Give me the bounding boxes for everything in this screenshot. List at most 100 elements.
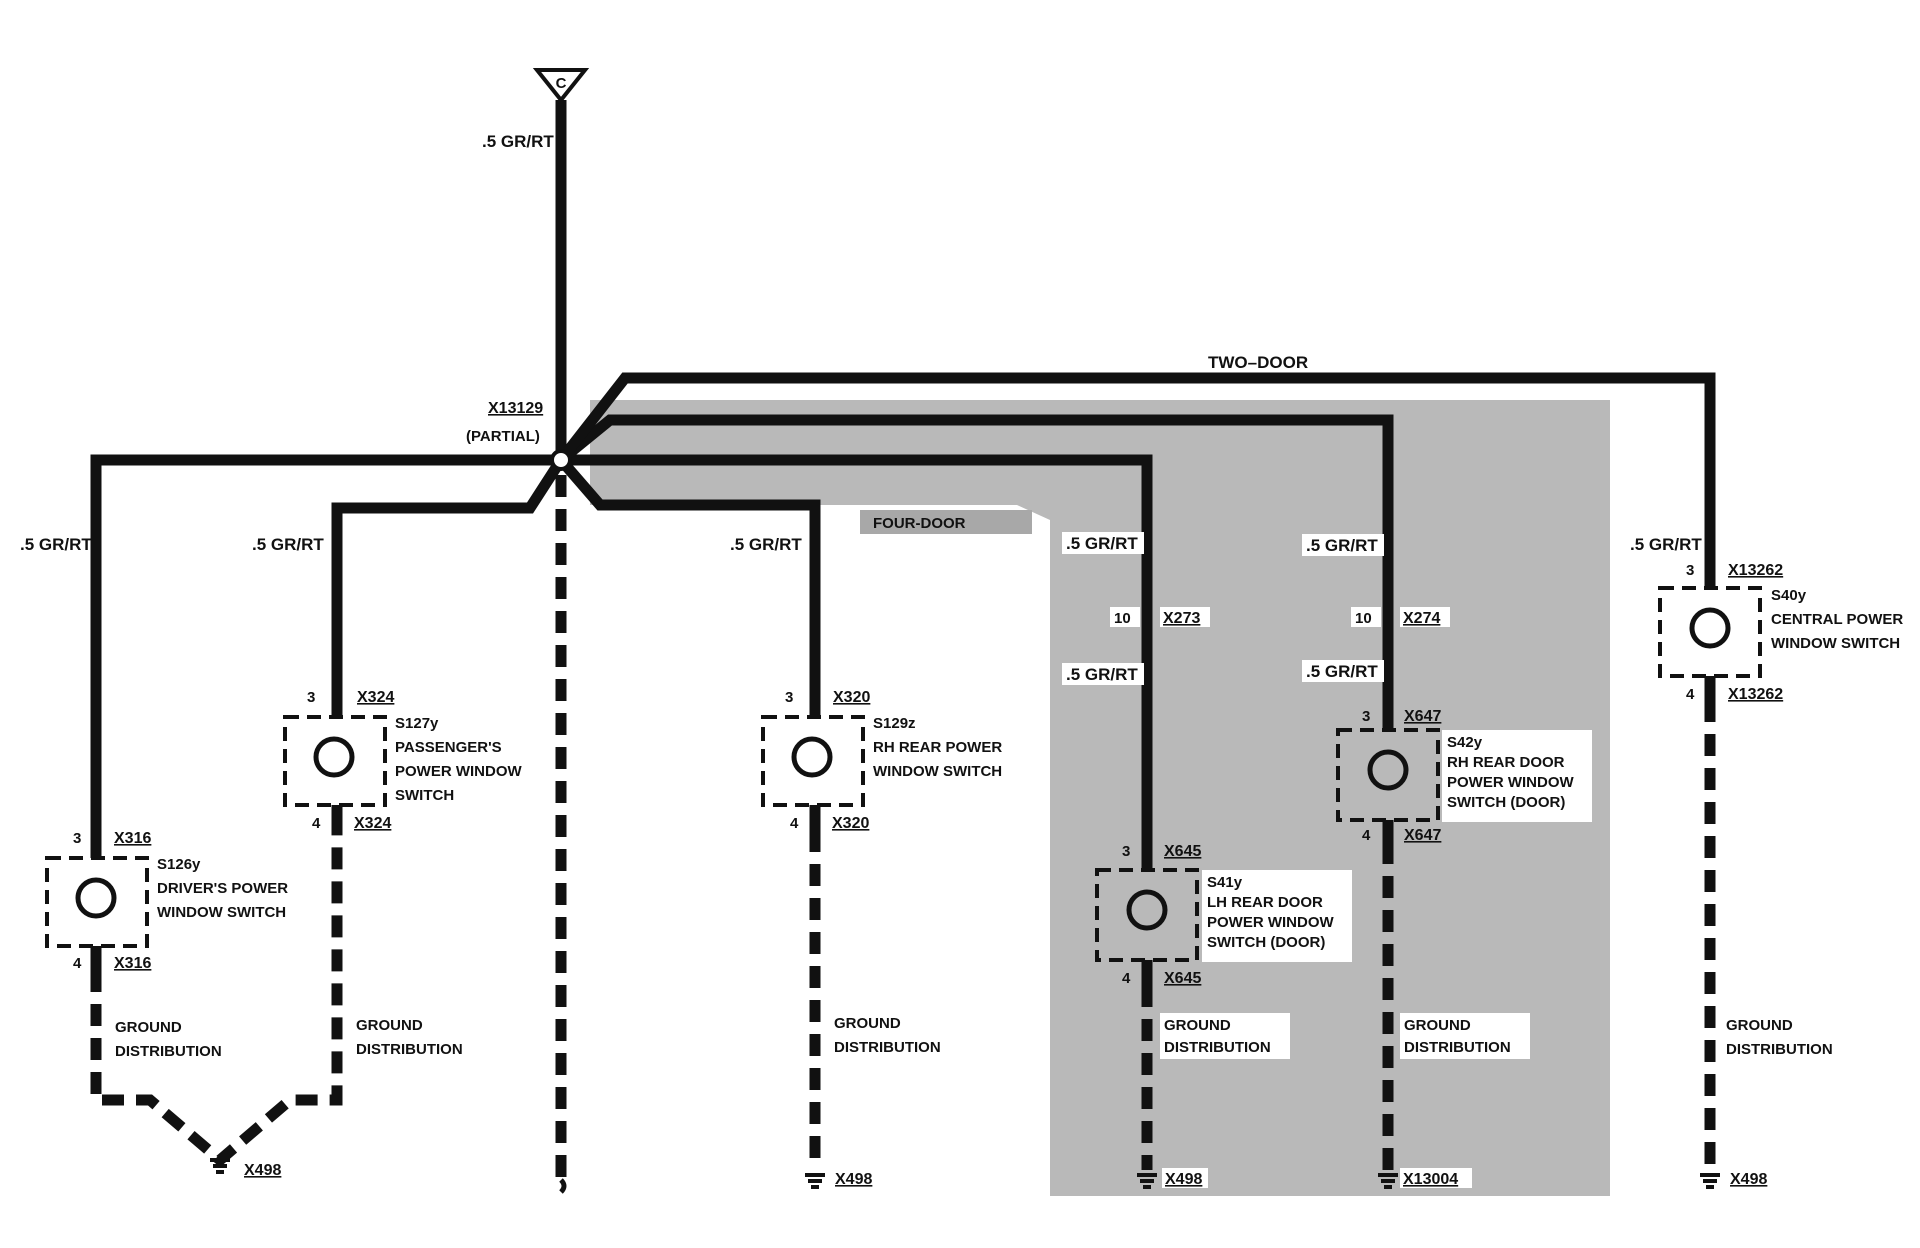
conn-top: X324: [357, 689, 394, 706]
conn-top: X645: [1164, 843, 1201, 860]
ground-label-2: DISTRIBUTION: [356, 1041, 463, 1058]
switch-desc-2: POWER WINDOW: [395, 763, 522, 780]
ground-conn-shared: X498: [244, 1162, 281, 1179]
conn-top: X13262: [1728, 562, 1783, 579]
wire-label: .5 GR/RT: [252, 535, 324, 554]
switch-box: [1336, 728, 1440, 822]
splice-note: (PARTIAL): [466, 428, 540, 445]
switch-icon: [75, 877, 117, 919]
ground-symbol: [1137, 1173, 1157, 1189]
wire-label-2: .5 GR/RT: [1066, 665, 1138, 684]
switch-desc-3: SWITCH: [395, 787, 454, 804]
ground-conn: X13004: [1403, 1171, 1458, 1188]
four-door-region: [590, 400, 1610, 1196]
ground-conn: X498: [1730, 1171, 1767, 1188]
pin-top: 3: [785, 689, 793, 706]
four-door-label: FOUR-DOOR: [873, 515, 966, 532]
wire-label: .5 GR/RT: [1630, 535, 1702, 554]
switch-id: S40y: [1771, 587, 1807, 604]
pin-mid: 10: [1114, 610, 1131, 627]
pin-bot: 4: [73, 955, 82, 972]
pin-bot: 4: [312, 815, 321, 832]
switch-s41y: .5 GR/RT 10 X273 .5 GR/RT 3 X645 S41y LH…: [1062, 532, 1352, 1189]
conn-top: X647: [1404, 708, 1441, 725]
branch-driver: [90, 454, 561, 835]
ground-symbol: [805, 1173, 825, 1189]
pin-bot: 4: [1686, 686, 1695, 703]
four-door-tag: [860, 510, 1032, 534]
conn-bot: X320: [832, 815, 869, 832]
switch-id: S129z: [873, 715, 916, 732]
switch-desc-2: WINDOW SWITCH: [1771, 635, 1900, 652]
conn-bot: X13262: [1728, 686, 1783, 703]
conn-bot: X324: [354, 815, 391, 832]
switch-desc-2: WINDOW SWITCH: [873, 763, 1002, 780]
ground-label-1: GROUND: [115, 1019, 182, 1036]
conn-bot: X645: [1164, 970, 1201, 987]
wire-label: .5 GR/RT: [20, 535, 92, 554]
wire-label-2: .5 GR/RT: [1306, 662, 1378, 681]
branch-central: [556, 372, 1716, 588]
pin-top: 3: [1122, 843, 1130, 860]
switch-icon: [313, 736, 355, 778]
pin-mid: 10: [1355, 610, 1372, 627]
branch-rh-rear: [556, 456, 821, 700]
switch-id: S41y: [1207, 874, 1243, 891]
ground-label-1: GROUND: [834, 1015, 901, 1032]
wire-label: .5 GR/RT: [730, 535, 802, 554]
branch-lh-rear-door: [561, 454, 1153, 850]
pin-top: 3: [1686, 562, 1694, 579]
ground-label-2: DISTRIBUTION: [115, 1043, 222, 1060]
switch-desc-2: POWER WINDOW: [1207, 914, 1334, 931]
feed-connector-c: C: [532, 68, 590, 104]
switch-s42y: .5 GR/RT 10 X274 .5 GR/RT 3 X647 S42y RH…: [1302, 534, 1592, 1189]
switch-s126y: .5 GR/RT 3 X316 S126y DRIVER'S POWER WIN…: [20, 535, 288, 1060]
switch-desc-3: SWITCH (DOOR): [1447, 794, 1565, 811]
ground-label-2: DISTRIBUTION: [1404, 1039, 1511, 1056]
svg-text:C: C: [556, 75, 567, 92]
pin-bot: 4: [1122, 970, 1131, 987]
switch-box: [761, 715, 865, 807]
splice-point: [550, 449, 572, 471]
switch-id: S42y: [1447, 734, 1483, 751]
switch-icon: [1689, 607, 1731, 649]
wire-label: .5 GR/RT: [1066, 534, 1138, 553]
switch-desc-1: DRIVER'S POWER: [157, 880, 288, 897]
switch-s127y: .5 GR/RT 3 X324 S127y PASSENGER'S POWER …: [252, 535, 522, 1058]
switch-icon: [1367, 749, 1409, 791]
two-door-label: TWO–DOOR: [1208, 353, 1308, 372]
switch-desc-1: CENTRAL POWER: [1771, 611, 1903, 628]
switch-box: [283, 715, 387, 807]
switch-icon: [791, 736, 833, 778]
ground-symbol: [1378, 1173, 1398, 1189]
conn-top: X320: [833, 689, 870, 706]
splice-id: X13129: [488, 400, 543, 417]
branch-rh-rear-door: [557, 414, 1394, 730]
pin-top: 3: [1362, 708, 1370, 725]
switch-box: [45, 856, 149, 948]
switch-id: S126y: [157, 856, 201, 873]
ground-conn: X498: [835, 1171, 872, 1188]
ground-label-2: DISTRIBUTION: [834, 1039, 941, 1056]
trunk-end-mark: [559, 1178, 567, 1194]
switch-desc-3: SWITCH (DOOR): [1207, 934, 1325, 951]
switch-desc-2: WINDOW SWITCH: [157, 904, 286, 921]
switch-id: S127y: [395, 715, 439, 732]
switch-icon: [1126, 889, 1168, 931]
switch-desc-1: PASSENGER'S: [395, 739, 502, 756]
ground-label-1: GROUND: [1164, 1017, 1231, 1034]
pin-top: 3: [307, 689, 315, 706]
branch-passenger: [331, 457, 566, 700]
conn-bot: X647: [1404, 827, 1441, 844]
ground-label-2: DISTRIBUTION: [1726, 1041, 1833, 1058]
switch-desc-1: RH REAR POWER: [873, 739, 1002, 756]
conn-bot: X316: [114, 955, 151, 972]
ground-label-1: GROUND: [1404, 1017, 1471, 1034]
ground-label-1: GROUND: [1726, 1017, 1793, 1034]
ground-symbol-shared: [210, 1158, 230, 1174]
ground-label-1: GROUND: [356, 1017, 423, 1034]
switch-desc-2: POWER WINDOW: [1447, 774, 1574, 791]
pin-top: 3: [73, 830, 81, 847]
conn-top: X316: [114, 830, 151, 847]
